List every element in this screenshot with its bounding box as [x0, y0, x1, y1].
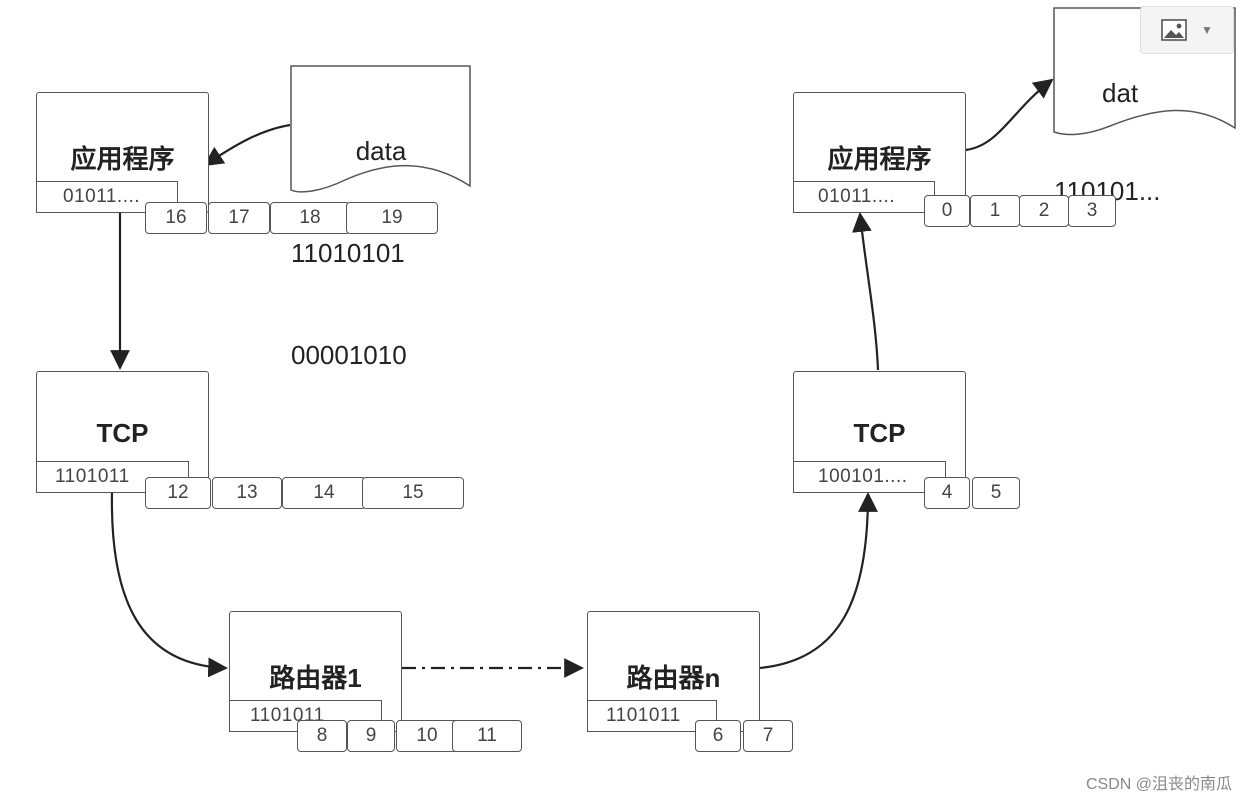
image-icon[interactable] [1161, 19, 1187, 41]
left-tcp-cell: 13 [212, 477, 282, 509]
arrow-app-to-doc [965, 78, 1054, 152]
left-app-title: 应用程序 [70, 144, 175, 174]
left-app-cell: 19 [346, 202, 438, 234]
left-app-cell: 18 [270, 202, 350, 234]
source-doc-line-2: 00001010 [291, 340, 407, 370]
right-app-bits: 01011.... [793, 181, 935, 213]
left-app-cell: 17 [208, 202, 270, 234]
routern-node: 路由器n 1101011 [587, 611, 760, 732]
right-app-cell: 2 [1019, 195, 1069, 227]
left-tcp-title: TCP [96, 418, 149, 448]
left-tcp-cell: 12 [145, 477, 211, 509]
arrow-routern-to-tcp [759, 492, 878, 670]
left-tcp-node: TCP 1101011 [36, 371, 209, 493]
dest-doc-heading: dat [1102, 78, 1139, 108]
right-tcp-bits: 100101.... [793, 461, 946, 493]
right-tcp-title: TCP [853, 418, 906, 448]
source-doc-heading: data [355, 136, 407, 166]
arrow-tcp-to-router1 [110, 491, 228, 678]
chevron-down-icon[interactable]: ▼ [1201, 23, 1213, 37]
left-tcp-cell: 15 [362, 477, 464, 509]
source-doc-line-1: 11010101 [291, 238, 405, 268]
routern-title: 路由器n [626, 663, 721, 693]
right-tcp-cell: 5 [972, 477, 1020, 509]
source-document: data 11010101 00001010 [291, 66, 471, 406]
right-app-cell: 1 [970, 195, 1020, 227]
right-tcp-cell: 4 [924, 477, 970, 509]
routern-cell: 6 [695, 720, 741, 752]
watermark: CSDN @沮丧的南瓜 [1085, 776, 1232, 793]
router1-node: 路由器1 1101011 [229, 611, 402, 732]
left-tcp-cell: 14 [282, 477, 366, 509]
arrow-tcp-to-app [852, 212, 880, 371]
right-app-node: 应用程序 01011.... [793, 92, 966, 213]
right-app-title: 应用程序 [827, 144, 932, 174]
right-tcp-node: TCP 100101.... [793, 371, 966, 493]
router1-cell: 9 [347, 720, 395, 752]
left-app-node: 应用程序 01011.... [36, 92, 209, 213]
right-app-cell: 3 [1068, 195, 1116, 227]
source-document-shape [290, 65, 471, 193]
router1-cell: 11 [452, 720, 522, 752]
router1-title: 路由器1 [269, 663, 362, 693]
router1-cell: 8 [297, 720, 347, 752]
router1-cell: 10 [396, 720, 458, 752]
image-toolbar[interactable]: ▼ [1140, 6, 1234, 54]
routern-cell: 7 [743, 720, 793, 752]
left-app-cell: 16 [145, 202, 207, 234]
right-app-cell: 0 [924, 195, 970, 227]
arrow-doc-to-app [203, 123, 291, 167]
